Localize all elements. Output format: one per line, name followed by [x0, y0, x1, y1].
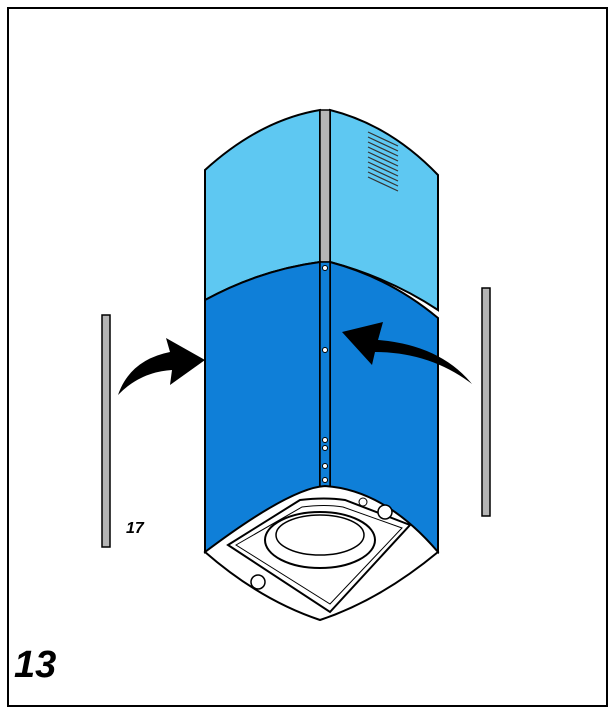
upper-chimney-section: [204, 108, 439, 312]
light-right: [377, 504, 393, 520]
screws: [322, 265, 328, 483]
part-number-label: 17: [126, 520, 144, 537]
canopy-base: [203, 484, 440, 622]
right-trim-strip: [481, 287, 491, 517]
vent-slots: [367, 131, 399, 192]
step-number: 13: [14, 644, 57, 686]
left-trim-strip: [101, 314, 111, 548]
upper-joint-strip: [319, 109, 331, 263]
curved-arrow-right-icon: [118, 338, 205, 395]
light-left: [250, 574, 266, 590]
curved-arrow-left-icon: [342, 322, 472, 384]
lower-joint-strip: [319, 261, 331, 491]
fan-opening: [264, 511, 376, 569]
